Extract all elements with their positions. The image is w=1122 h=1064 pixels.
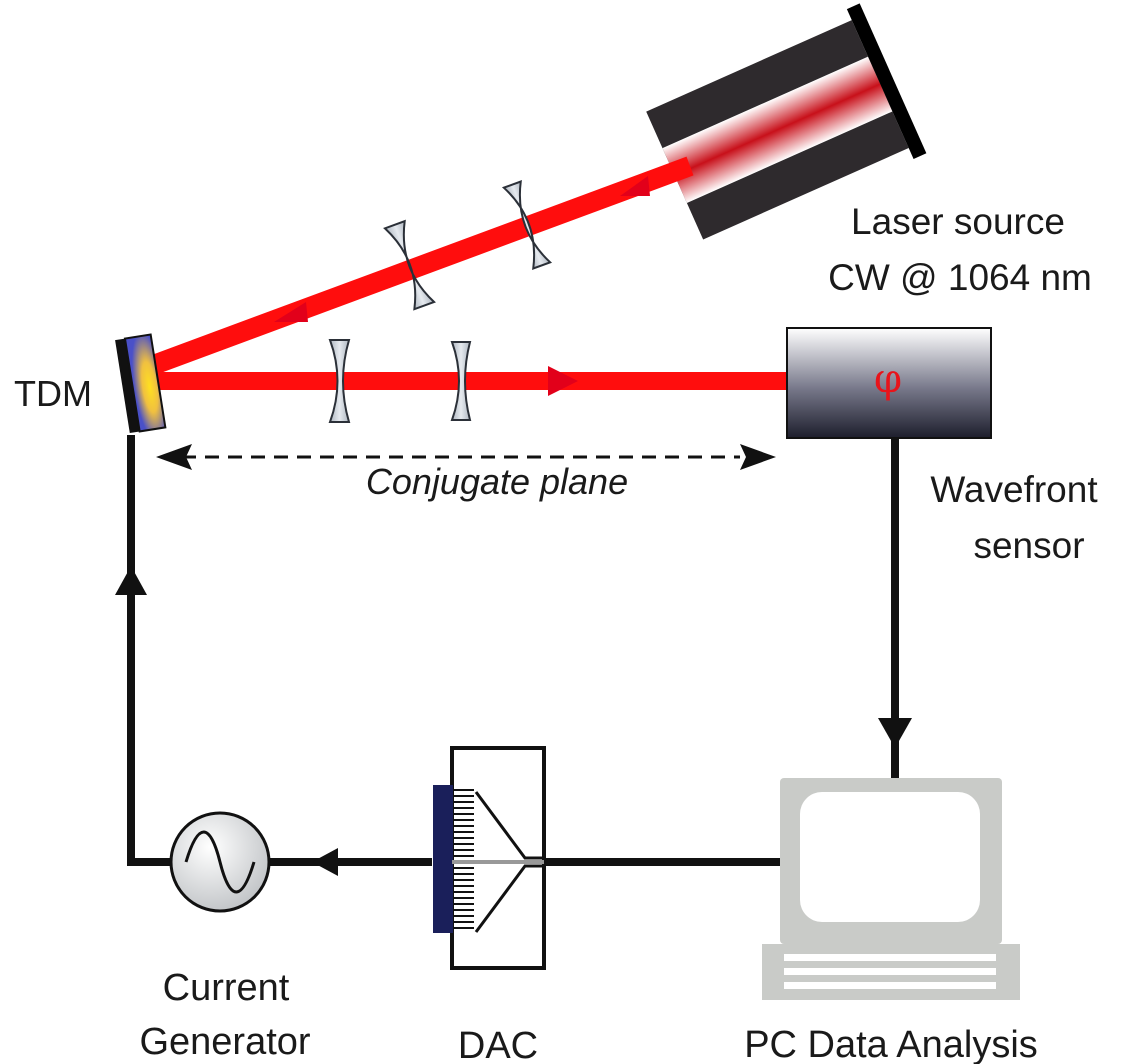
lens-incident-2	[383, 219, 436, 311]
wire-arrow-left	[312, 848, 338, 876]
pc-computer	[762, 778, 1020, 1000]
pc-data-analysis-label: PC Data Analysis	[744, 1024, 1038, 1064]
wire-arrow-down	[878, 718, 912, 748]
laser-cavity	[662, 56, 893, 203]
wire-generator-to-tdm	[127, 435, 172, 866]
wavefront-sensor-body	[786, 327, 992, 439]
incident-beam-line	[136, 156, 694, 380]
laser-source	[646, 3, 927, 240]
dac-label: DAC	[458, 1025, 538, 1064]
dac-funnel-bottom	[474, 864, 544, 933]
lens-incident-1	[501, 180, 553, 270]
conjugate-arrow-right	[740, 444, 776, 470]
dac-connector	[433, 785, 453, 933]
incident-beam	[136, 156, 694, 380]
dac-funnel-top	[474, 791, 544, 860]
pc-screen	[800, 792, 980, 922]
wire-arrow-up	[115, 566, 147, 595]
current-generator	[169, 811, 271, 913]
wavefront-sensor-label-line1: Wavefront	[930, 469, 1098, 510]
beam-arrow-2	[274, 302, 308, 322]
current-generator-label-line1: Current	[163, 967, 290, 1009]
conjugate-arrow-left	[156, 444, 192, 470]
wavefront-sensor: φ	[786, 327, 992, 439]
laser-end-cap	[846, 3, 927, 159]
current-generator-label-line2: Generator	[139, 1021, 310, 1063]
tdm-surface	[123, 333, 167, 433]
tdm-mirror	[115, 333, 167, 434]
lens-reflected-2	[450, 341, 472, 421]
laser-source-label-line2: CW @ 1064 nm	[828, 257, 1092, 298]
dac	[433, 746, 546, 970]
lens-reflected-1	[328, 339, 351, 423]
phi-symbol: φ	[874, 356, 902, 402]
conjugate-plane-indicator	[156, 444, 776, 470]
tdm-backplate	[115, 338, 140, 434]
conjugate-plane-label: Conjugate plane	[366, 461, 628, 502]
pc-keyboard-keys	[784, 954, 996, 989]
tdm-label: TDM	[14, 373, 92, 414]
beam-arrow-3	[548, 366, 578, 396]
laser-source-label-line1: Laser source	[851, 201, 1065, 242]
dac-pins	[453, 789, 474, 929]
beam-arrow-1	[620, 176, 650, 196]
sine-wave-icon	[184, 830, 256, 894]
wavefront-sensor-label-line2: sensor	[973, 525, 1084, 566]
